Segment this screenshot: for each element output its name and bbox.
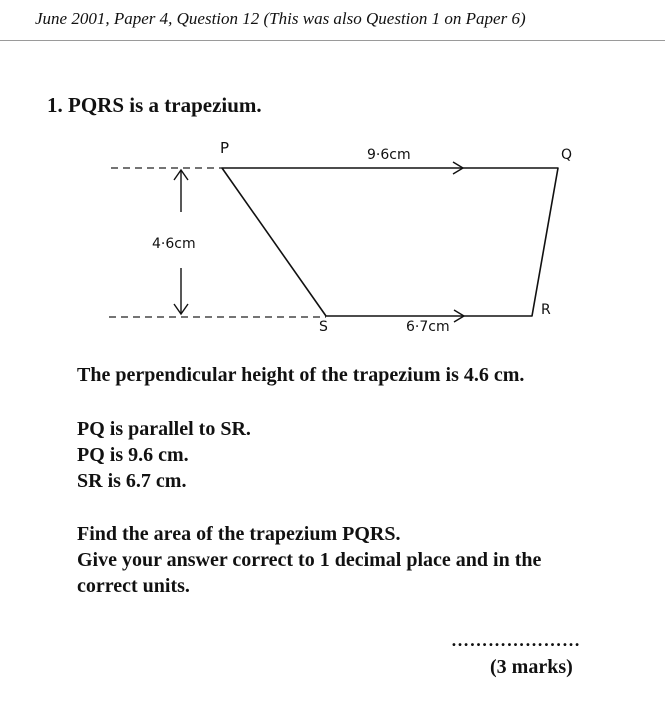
vertex-label-p: P [220,139,229,157]
top-parallel-arrow [452,161,465,175]
fact-sr-length: SR is 6.7 cm. [77,470,187,492]
top-side-length: 9·6cm [367,147,411,163]
bottom-side-length: 6·7cm [406,319,450,335]
height-length: 4·6cm [152,236,196,252]
fact-parallel: PQ is parallel to SR. [77,418,251,440]
height-statement: The perpendicular height of the trapeziu… [77,364,525,386]
source-header: June 2001, Paper 4, Question 12 (This wa… [35,9,526,28]
task-line-3: correct units. [77,575,190,597]
trapezium-shape [221,167,559,317]
question-title: 1. PQRS is a trapezium. [47,93,262,117]
header-divider [0,40,665,41]
vertex-label-r: R [541,302,551,318]
facts-block: PQ is parallel to SR. PQ is 9.6 cm. SR i… [77,416,251,494]
task-block: Find the area of the trapezium PQRS. Giv… [77,521,541,599]
answer-line: ………………… [451,630,581,650]
height-arrow-lower-head [173,303,189,316]
height-arrow-upper-head [173,168,189,181]
vertex-label-s: S [319,319,328,335]
task-line-2: Give your answer correct to 1 decimal pl… [77,549,542,571]
bottom-parallel-arrow [453,309,466,323]
fact-pq-length: PQ is 9.6 cm. [77,444,189,466]
task-line-1: Find the area of the trapezium PQRS. [77,523,401,545]
vertex-label-q: Q [561,147,572,163]
marks-label: (3 marks) [490,656,573,678]
